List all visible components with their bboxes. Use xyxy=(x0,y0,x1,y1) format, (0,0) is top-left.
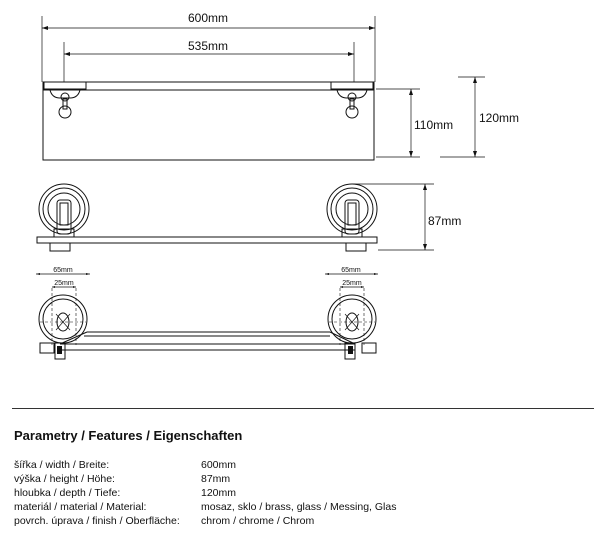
glass-shelf-front xyxy=(36,236,378,244)
dimension-120: 120mm xyxy=(440,76,519,158)
left-rosette-front xyxy=(38,183,90,238)
right-25-label: 25mm xyxy=(342,280,362,287)
dimension-87: 87mm xyxy=(352,183,461,251)
param-row-height: výška / height / Höhe: 87mm xyxy=(14,472,594,486)
dimension-600: 600mm xyxy=(41,11,376,82)
dimension-110-label: 110mm xyxy=(414,118,453,132)
param-row-width: šířka / width / Breite: 600mm xyxy=(14,458,594,472)
right-bracket-top xyxy=(330,81,374,119)
dimension-110: 110mm xyxy=(376,88,453,158)
section-divider xyxy=(12,408,594,409)
param-row-finish: povrch. úprava / finish / Oberfläche: ch… xyxy=(14,514,594,528)
param-label: výška / height / Höhe: xyxy=(14,473,115,485)
dimension-87-label: 87mm xyxy=(428,214,461,228)
top-view xyxy=(42,81,375,161)
right-rosette-front xyxy=(326,183,378,238)
features-title: Parametry / Features / Eigenschaften xyxy=(14,428,243,443)
left-bracket-top xyxy=(43,81,87,119)
right-rosette-plan xyxy=(327,294,377,360)
param-value: 87mm xyxy=(201,473,231,485)
left-rosette-plan xyxy=(38,294,88,360)
dimension-535-label: 535mm xyxy=(188,39,228,53)
param-label: materiál / material / Material: xyxy=(14,501,147,513)
param-label: šířka / width / Breite: xyxy=(14,459,110,471)
param-label: povrch. úprava / finish / Oberfläche: xyxy=(14,515,180,527)
param-row-material: materiál / material / Material: mosaz, s… xyxy=(14,500,594,514)
param-label: hloubka / depth / Tiefe: xyxy=(14,487,121,499)
dimension-600-label: 600mm xyxy=(188,11,228,25)
front-view xyxy=(36,183,378,252)
param-value: 600mm xyxy=(201,459,237,471)
right-65-label: 65mm xyxy=(341,267,361,274)
left-25-label: 25mm xyxy=(54,280,74,287)
technical-drawing: 600mm 535mm xyxy=(36,11,519,360)
dimension-120-label: 120mm xyxy=(479,111,519,125)
param-value: chrom / chrome / Chrom xyxy=(201,515,315,527)
left-65-label: 65mm xyxy=(53,267,73,274)
parameters-table: šířka / width / Breite: 600mm výška / he… xyxy=(14,458,594,528)
dimension-535: 535mm xyxy=(63,39,355,82)
plan-view: 65mm 25mm 65mm 25mm xyxy=(36,267,378,360)
param-value: 120mm xyxy=(201,487,237,499)
param-row-depth: hloubka / depth / Tiefe: 120mm xyxy=(14,486,594,500)
glass-shelf-plan xyxy=(59,331,356,351)
param-value: mosaz, sklo / brass, glass / Messing, Gl… xyxy=(201,501,397,513)
